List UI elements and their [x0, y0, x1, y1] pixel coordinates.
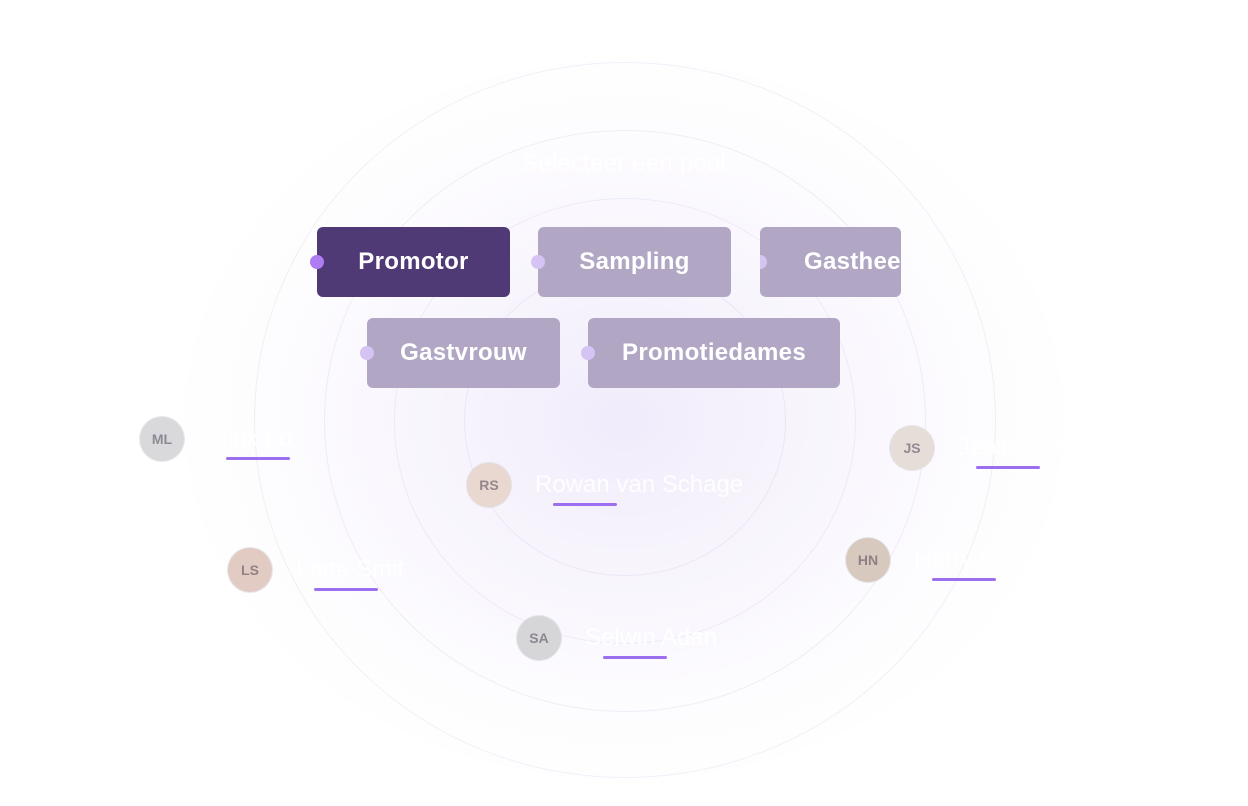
selector-title: Selecteer een pool [522, 150, 726, 177]
avatar: RS [467, 463, 511, 507]
person-name-wrap: Lotte Smit [296, 556, 405, 591]
avatar-initials: SA [529, 630, 549, 646]
name-underline [932, 578, 996, 581]
avatar: HN [846, 538, 890, 582]
name-underline [603, 656, 667, 659]
person-mink-lo[interactable]: ML Mink Lo [140, 417, 292, 461]
connector-dot [760, 255, 767, 269]
person-lotte-smit[interactable]: LS Lotte Smit [228, 548, 404, 592]
person-name: Lotte Smit [296, 556, 405, 583]
avatar-initials: RS [479, 477, 499, 493]
pool-gastvrouw[interactable]: Gastvrouw [360, 318, 560, 388]
person-harry-nieten[interactable]: HN Harry Nieten [846, 538, 1049, 582]
name-underline [976, 466, 1040, 469]
avatar: ML [140, 417, 184, 461]
pool-sampling[interactable]: Sampling [531, 227, 731, 297]
person-name-wrap: Harry Nieten [914, 546, 1049, 581]
name-underline [553, 503, 617, 506]
person-selwin-adan[interactable]: SA Selwin Adan [517, 616, 717, 660]
person-name: Mink Lo [208, 425, 293, 452]
ring-core [464, 266, 786, 576]
connector-dot [360, 346, 374, 360]
person-name: Rowan van Schage [535, 471, 744, 498]
pool-label: Gastvrouw [400, 339, 527, 366]
connector-dot [531, 255, 545, 269]
pool-gastheer[interactable]: Gastheer [760, 227, 901, 297]
person-name-wrap: Jealle Schelling [958, 434, 1125, 469]
avatar-initials: ML [151, 431, 173, 447]
person-name-wrap: Selwin Adan [585, 624, 718, 659]
ring-outer [254, 62, 996, 778]
avatar-initials: JS [903, 440, 921, 456]
connector-dot [310, 255, 324, 269]
avatar: SA [517, 616, 561, 660]
pool-promotiedames[interactable]: Promotiedames [581, 318, 840, 388]
avatar: JS [890, 426, 934, 470]
name-underline [226, 457, 290, 460]
person-jealle-schelling[interactable]: JS Jealle Schelling [890, 426, 1125, 470]
ring-inner [394, 198, 856, 644]
ring-middle [324, 130, 926, 712]
pool-label: Gastheer [804, 248, 901, 275]
pool-label: Promotor [358, 248, 469, 275]
connector-dot [581, 346, 595, 360]
person-rowan-van-schage[interactable]: RS Rowan van Schage [467, 463, 743, 507]
pool-label: Sampling [579, 248, 690, 275]
person-name: Jealle Schelling [958, 434, 1125, 461]
person-name-wrap: Mink Lo [208, 425, 293, 460]
name-underline [314, 588, 378, 591]
person-name: Harry Nieten [914, 546, 1049, 573]
person-name: Selwin Adan [585, 624, 718, 651]
pool-label: Promotiedames [622, 339, 806, 366]
avatar-initials: HN [857, 552, 879, 568]
person-name-wrap: Rowan van Schage [535, 471, 744, 506]
avatar-initials: LS [241, 562, 259, 578]
avatar: LS [228, 548, 272, 592]
pool-promotor[interactable]: Promotor [310, 227, 510, 297]
